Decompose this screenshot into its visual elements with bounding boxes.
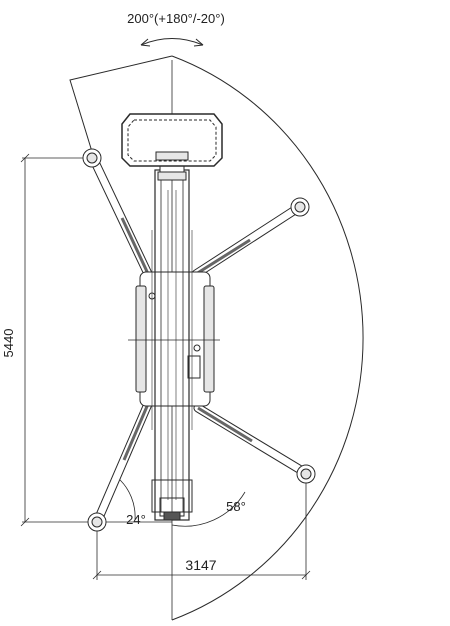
angle-small-label: 24°	[126, 512, 146, 527]
outrigger-front-right	[191, 197, 310, 279]
angle-large-label: 58°	[226, 499, 246, 514]
rotation-angle-label: 200°(+180°/-20°)	[127, 11, 225, 26]
height-dimension-label: 5440	[1, 329, 16, 358]
outrigger-legs	[82, 148, 316, 532]
angle-arcs	[100, 477, 246, 527]
rotation-arrow-icon	[140, 38, 204, 47]
chassis-and-boom	[128, 139, 220, 521]
chassis-body	[139, 271, 211, 407]
work-platform-basket	[121, 113, 223, 167]
outrigger-rear-left	[87, 399, 153, 532]
height-dimension-lines	[20, 153, 92, 527]
outrigger-front-left	[82, 148, 155, 283]
width-dimension-lines	[92, 480, 311, 580]
width-dimension-label: 3147	[185, 557, 216, 573]
outrigger-rear-right	[193, 403, 316, 484]
